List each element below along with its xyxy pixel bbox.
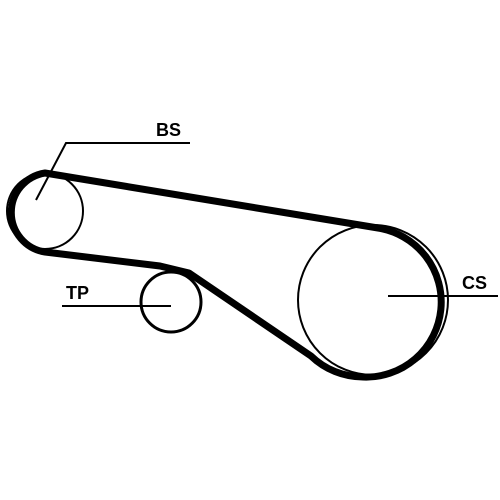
bs-leader-line — [35, 142, 190, 201]
bs-label: BS — [156, 120, 181, 140]
tp-label: TP — [66, 283, 89, 303]
bs-pulley — [6, 172, 84, 250]
tp-pulley — [139, 270, 203, 334]
cs-label: CS — [462, 273, 487, 293]
cs-pulley — [297, 224, 449, 376]
drive-belt — [7, 169, 445, 381]
